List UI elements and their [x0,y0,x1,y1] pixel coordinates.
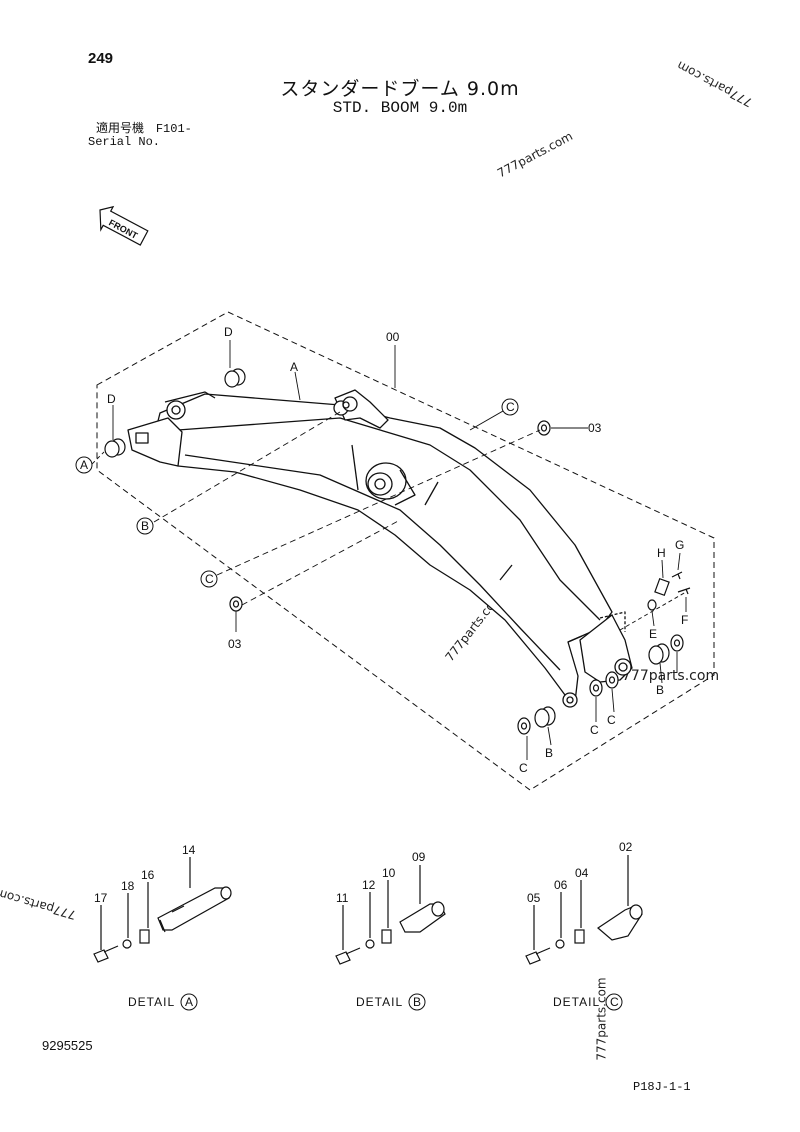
detail-c [525,855,643,965]
callout-c-circle-2: C [200,570,218,588]
detail-b-callout-09: 09 [412,850,426,864]
front-arrow-icon: FRONT [99,205,149,246]
serial-value: F101- [155,122,192,136]
detail-a-callout-14: 14 [182,843,196,857]
bolt-f [677,587,691,595]
callout-c-tip-2: C [607,713,616,727]
callout-00: 00 [386,330,400,344]
callout-a-circle: A [75,456,93,474]
leader-lines [91,340,687,760]
detail-a-callout-16: 16 [141,868,155,882]
loose-parts [104,368,691,735]
callout-g: G [675,538,684,552]
bolt-g [671,571,683,580]
callout-b-circle: B [136,517,154,535]
callout-03-right: 03 [588,421,602,435]
callout-03-left: 03 [228,637,242,651]
detail-b-callout-11: 11 [336,891,349,905]
svg-text:DETAIL: DETAIL [356,995,403,1009]
washer-c-bottom [517,717,531,735]
washer-c-right [670,634,684,652]
svg-text:C: C [610,995,619,1009]
svg-text:A: A [185,995,193,1009]
washer-c-tip-2 [605,671,619,689]
watermark-4: 777parts.com [622,668,720,684]
callout-f: F [681,613,688,627]
svg-text:B: B [141,519,149,533]
bushing-b-bottom [534,706,556,728]
serial-block: 適用号機 F101- Serial No. [88,121,192,149]
bushing-d-left [104,438,126,458]
callout-a: A [290,360,298,374]
detail-a-callout-17: 17 [94,891,108,905]
callout-b-right: B [656,683,664,697]
detail-b-callout-12: 12 [362,878,376,892]
page-reference: P18J-1-1 [633,1080,691,1094]
boom-body [127,389,633,708]
detail-a-label: DETAIL A [128,993,198,1011]
drawing-code: 9295525 [42,1038,93,1053]
detail-b-label: DETAIL B [356,993,426,1011]
boom-envelope [96,311,715,791]
detail-c-callout-06: 06 [554,878,568,892]
serial-label-en: Serial No. [88,135,161,149]
svg-text:C: C [506,400,515,414]
detail-a [93,857,232,963]
detail-c-callout-05: 05 [527,891,541,905]
bushing-b-right [648,643,670,665]
detail-c-callout-02: 02 [619,840,633,854]
title-japanese: スタンダードブーム 9.0m [280,78,520,100]
callout-e: E [649,627,657,641]
washer-03-right [537,420,551,436]
callout-d-left: D [107,392,116,406]
svg-text:B: B [413,995,421,1009]
detail-b [335,865,446,965]
svg-text:C: C [205,572,214,586]
washer-e [647,599,657,611]
page-number: 249 [88,50,114,67]
callout-h: H [657,546,666,560]
detail-c-callout-04: 04 [575,866,589,880]
callout-d-top: D [224,325,233,339]
plate-h [654,577,670,597]
svg-text:A: A [80,458,88,472]
detail-b-callout-10: 10 [382,866,396,880]
bushing-d-top [224,368,246,388]
callout-c-circle-1: C [501,398,519,416]
callout-b-bottom: B [545,746,553,760]
serial-label-jp: 適用号機 [96,121,145,135]
washer-03-left [229,596,243,612]
title-english: STD. BOOM 9.0m [332,99,468,117]
svg-text:DETAIL: DETAIL [128,995,175,1009]
callout-c-tip-1: C [590,723,599,737]
washer-c-tip-1 [589,679,603,697]
detail-c-label: DETAIL C [553,993,623,1011]
svg-text:DETAIL: DETAIL [553,995,600,1009]
detail-a-callout-18: 18 [121,879,135,893]
callout-c-bottom: C [519,761,528,775]
